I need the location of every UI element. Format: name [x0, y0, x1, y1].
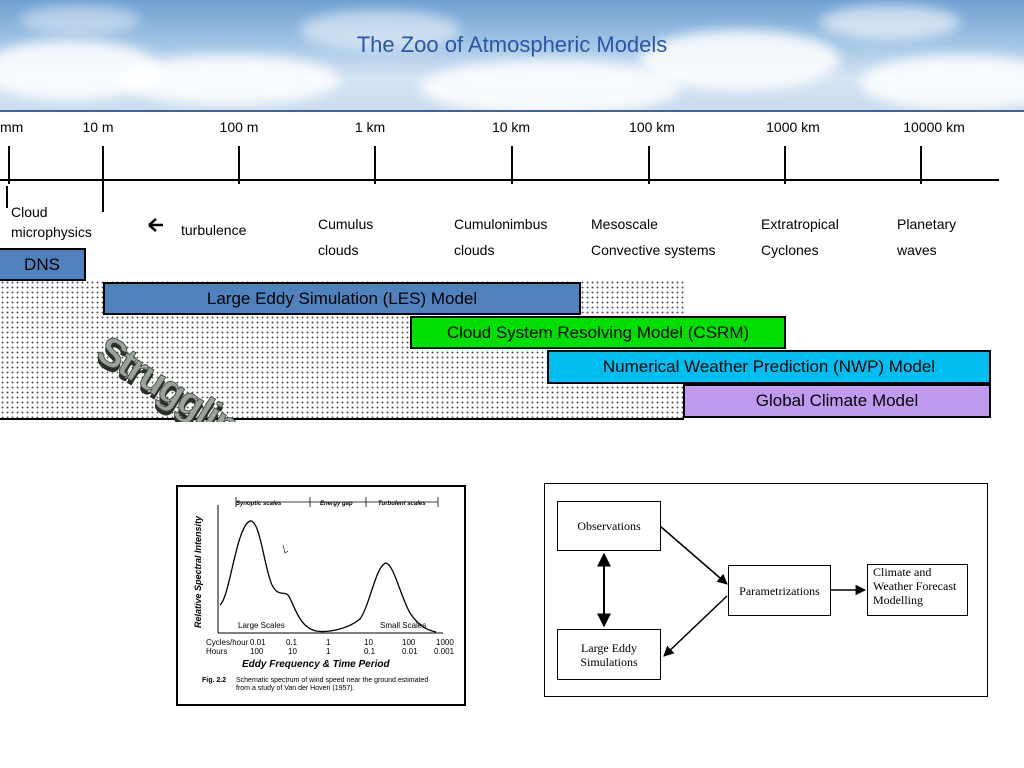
scale-tick	[648, 146, 650, 184]
node-observations: Observations	[557, 501, 661, 551]
cycles-value: 10	[364, 638, 373, 647]
scale-tick-minor	[6, 186, 8, 208]
cycles-value: 100	[402, 638, 416, 647]
sky-banner	[0, 0, 1024, 111]
figure-caption-line2: from a study of Van der Hoven (1957).	[236, 685, 355, 692]
hours-value: 100	[250, 647, 264, 656]
scale-label-1km: 1 km	[354, 119, 386, 135]
cycles-value: 1000	[436, 638, 454, 647]
banner-border	[0, 110, 1024, 112]
label-turbulent: Turbulent scales	[378, 501, 426, 507]
figure-caption-label: Fig. 2.2	[202, 677, 227, 684]
left-arrow-icon	[148, 218, 164, 237]
label-synoptic: Synoptic scales	[236, 501, 282, 507]
bar-dns: DNS	[0, 248, 86, 281]
scale-label-mm: mm	[0, 119, 24, 135]
scale-label-10m: 10 m	[82, 119, 114, 135]
node-climate-weather: Climate and Weather Forecast Modelling	[867, 564, 968, 616]
spectrum-xlabel: Eddy Frequency & Time Period	[242, 659, 390, 670]
row-label-hours: Hours	[206, 647, 228, 656]
spectrum-figure: Synoptic scales Energy gap Turbulent sca…	[176, 485, 466, 706]
phenomenon-cumulonimbus: Cumulonimbus clouds	[454, 216, 548, 258]
label-small-scales: Small Scales	[380, 621, 427, 630]
scale-tick-minor	[102, 184, 104, 212]
cycles-value: 0.01	[250, 638, 266, 647]
bar-csrm: Cloud System Resolving Model (CSRM)	[410, 316, 786, 349]
scale-label-10000km: 10000 km	[903, 119, 965, 135]
hours-value: 0.1	[364, 647, 376, 656]
node-les: Large Eddy Simulations	[557, 629, 661, 680]
bar-nwp: Numerical Weather Prediction (NWP) Model	[547, 350, 991, 384]
figure-caption-line1: Schematic spectrum of wind speed near th…	[236, 677, 429, 684]
scale-tick	[511, 146, 513, 184]
spectrum-ylabel: Relative Spectral Intensity	[193, 515, 204, 629]
scale-tick	[374, 146, 376, 184]
node-parametrizations: Parametrizations	[728, 565, 831, 616]
phenomenon-extratropical: Extratropical Cyclones	[761, 216, 839, 258]
hours-value: 0.001	[434, 647, 455, 656]
scale-label-100m: 100 m	[219, 119, 259, 135]
scale-tick	[102, 146, 104, 184]
scale-tick	[8, 146, 10, 184]
phenomenon-cumulus: Cumulus clouds	[318, 216, 374, 258]
hours-value: 0.01	[402, 647, 418, 656]
page-title: The Zoo of Atmospheric Models	[356, 32, 668, 57]
scale-label-10km: 10 km	[491, 119, 531, 135]
scale-tick	[238, 146, 240, 184]
bar-gcm: Global Climate Model	[683, 384, 991, 418]
label-energy-gap: Energy gap	[320, 501, 353, 507]
scale-axis	[0, 179, 999, 181]
flowchart-figure: Observations Large Eddy Simulations Para…	[544, 483, 988, 697]
scale-tick	[784, 146, 786, 184]
phenomenon-cloud-microphysics: Cloud microphysics	[11, 204, 92, 240]
label-large-scales: Large Scales	[238, 621, 285, 630]
row-label-cycles: Cycles/hour	[206, 638, 249, 647]
svg-text:Struggling: Struggling	[90, 328, 265, 422]
hours-value: 1	[326, 647, 331, 656]
hours-value: 10	[288, 647, 297, 656]
scale-tick	[920, 146, 922, 184]
cycles-value: 0.1	[286, 638, 298, 647]
scale-label-100km: 100 km	[629, 119, 675, 135]
bar-les: Large Eddy Simulation (LES) Model	[103, 282, 581, 315]
cycles-value: 1	[326, 638, 331, 647]
phenomenon-turbulence: turbulence	[181, 222, 247, 238]
phenomenon-mesoscale: Mesoscale Convective systems	[591, 216, 716, 258]
scale-label-1000km: 1000 km	[766, 119, 820, 135]
phenomenon-planetary: Planetary waves	[897, 216, 957, 258]
struggling-wordart: Struggling Struggling	[89, 318, 275, 465]
